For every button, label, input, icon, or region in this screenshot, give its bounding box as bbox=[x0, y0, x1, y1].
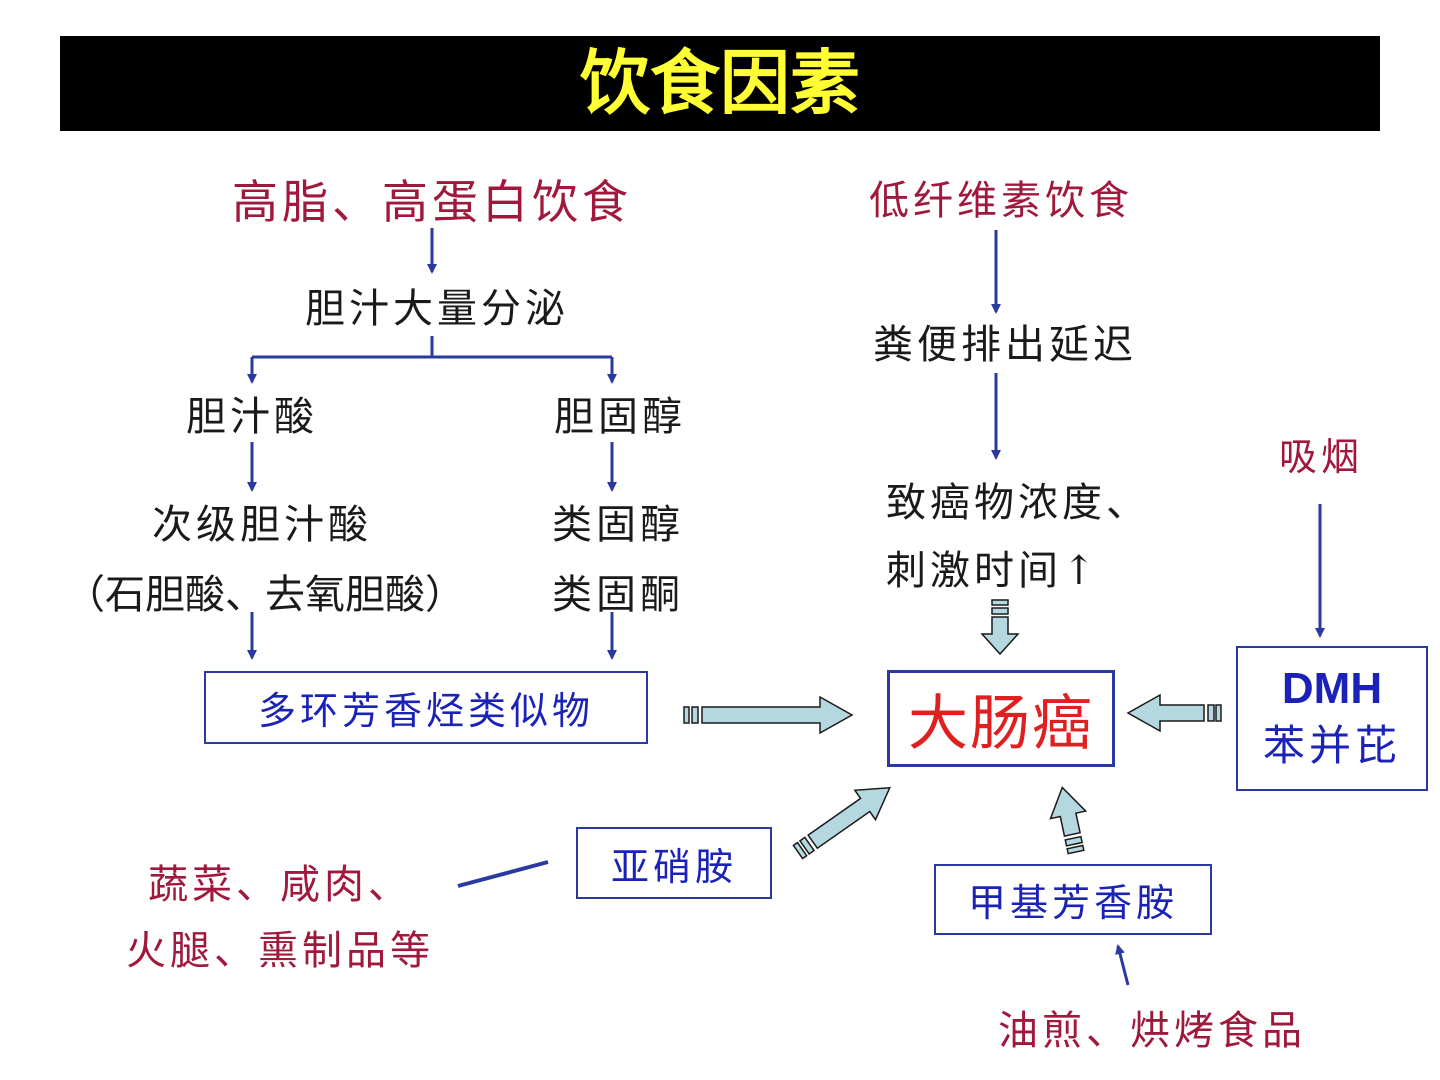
box-nitrosamine: 亚硝胺 bbox=[576, 827, 772, 899]
node-carcinogen-line1: 致癌物浓度、 bbox=[886, 480, 1150, 526]
node-methyl-amine-label: 甲基芳香胺 bbox=[967, 881, 1178, 925]
node-bile-acid: 胆汁酸 bbox=[186, 394, 318, 440]
box-dmh: DMH 苯并芘 bbox=[1236, 646, 1428, 791]
node-nitrosamine-label: 亚硝胺 bbox=[610, 844, 737, 889]
node-benzopyrene-label: 苯并芘 bbox=[1262, 720, 1401, 770]
block-arrow-dmh-to-cancer bbox=[1126, 693, 1222, 733]
node-low-fiber-diet: 低纤维素饮食 bbox=[869, 178, 1133, 224]
block-arrow-nitrosamine-to-cancer bbox=[792, 786, 891, 860]
block-arrow-methylamine-to-cancer bbox=[1049, 786, 1088, 855]
node-vegetables-line1: 蔬菜、咸肉、 bbox=[148, 862, 412, 908]
node-carcinogen-line2: 刺激时间↑ bbox=[886, 548, 1100, 594]
title-bar: 饮食因素 bbox=[60, 36, 1380, 131]
arrow-fried-to-methylamine bbox=[1115, 944, 1130, 986]
block-arrow-pah-to-cancer bbox=[683, 695, 854, 735]
node-steroid-ketone: 类固酮 bbox=[552, 572, 684, 618]
block-arrow-carcinogen-to-cancer bbox=[980, 599, 1020, 656]
box-pah: 多环芳香烃类似物 bbox=[204, 671, 648, 744]
page-title: 饮食因素 bbox=[580, 42, 860, 124]
node-colon-cancer-label: 大肠癌 bbox=[908, 689, 1094, 759]
node-steroid-alcohol: 类固醇 bbox=[552, 502, 684, 548]
node-vegetables-line2: 火腿、熏制品等 bbox=[126, 928, 434, 974]
node-bile-secretion: 胆汁大量分泌 bbox=[305, 286, 569, 332]
node-fried-food: 油煎、烘烤食品 bbox=[998, 1008, 1306, 1054]
node-pah-label: 多环芳香烃类似物 bbox=[257, 689, 594, 733]
box-colon-cancer: 大肠癌 bbox=[887, 670, 1115, 767]
node-stool-delay: 粪便排出延迟 bbox=[873, 322, 1137, 368]
node-high-fat-diet: 高脂、高蛋白饮食 bbox=[232, 175, 632, 229]
node-secondary-bile-acid: 次级胆汁酸 bbox=[152, 502, 372, 548]
box-methyl-amine: 甲基芳香胺 bbox=[934, 864, 1212, 935]
node-smoking: 吸烟 bbox=[1278, 435, 1363, 479]
node-cholesterol: 胆固醇 bbox=[554, 394, 686, 440]
node-dmh-label: DMH bbox=[1281, 663, 1383, 713]
node-bile-acid-examples: （石胆酸、去氧胆酸） bbox=[65, 572, 465, 618]
line-vegetables-to-nitrosamine bbox=[457, 860, 549, 888]
